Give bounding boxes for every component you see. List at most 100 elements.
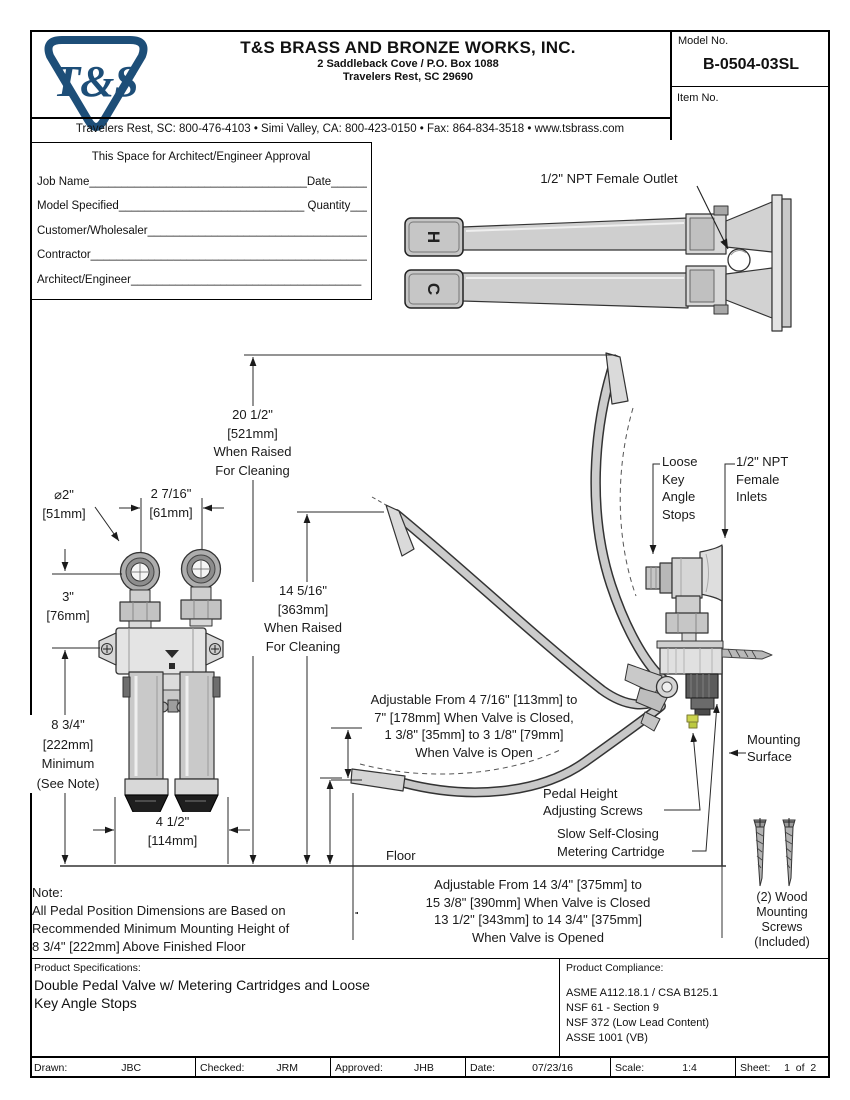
dim-3-inch: 3" [76mm] xyxy=(36,587,100,625)
dim-text: For Cleaning xyxy=(265,638,341,654)
dim-text: [76mm] xyxy=(46,608,90,623)
pedal-c-letter: C xyxy=(424,283,443,295)
footer-label: Date: xyxy=(470,1061,496,1074)
adjusting-screw xyxy=(688,721,698,729)
dim-text: [51mm] xyxy=(42,506,86,521)
label-text: Adjustable From 14 3/4" [375mm] to xyxy=(434,877,642,892)
approval-title: This Space for Architect/Engineer Approv… xyxy=(91,151,311,163)
adjustable-floor-label: Adjustable From 14 3/4" [375mm] to 15 3/… xyxy=(358,876,718,946)
dim-2-7-16: 2 7/16" [61mm] xyxy=(132,484,210,522)
wood-screws-drawing xyxy=(753,818,796,887)
label-text: Surface xyxy=(747,749,792,764)
item-no-label: Item No. xyxy=(677,92,719,104)
spec-line: Double Pedal Valve w/ Metering Cartridge… xyxy=(34,977,370,993)
dim-text: 3" xyxy=(62,589,74,604)
product-compliance-box: Product Compliance: ASME A112.18.1 / CSA… xyxy=(560,958,830,1056)
dim-text: 4 1/2" xyxy=(155,814,190,829)
footer-value: JRM xyxy=(276,1061,298,1074)
dim-raised-14: 14 5/16" [363mm] When Raised For Cleanin… xyxy=(243,582,363,656)
label-text: Slow Self-Closing xyxy=(557,826,659,841)
compliance-item: NSF 61 - Section 9 xyxy=(566,1002,659,1014)
dim-diameter-2: ⌀2" [51mm] xyxy=(30,485,98,523)
top-view-drawing: H C xyxy=(404,185,792,332)
dim-text: [521mm] xyxy=(227,425,278,441)
compliance-item: ASME A112.18.1 / CSA B125.1 xyxy=(566,987,719,999)
label-text: Inlets xyxy=(736,489,768,504)
adjusting-screw xyxy=(686,714,699,723)
footer-label: Approved: xyxy=(335,1061,383,1074)
dim-text: When Raised xyxy=(213,444,292,459)
compliance-item: NSF 372 (Low Lead Content) xyxy=(566,1017,710,1029)
footer-approved: Approved: JHB xyxy=(330,1058,465,1077)
footer-label: Scale: xyxy=(615,1061,645,1074)
label-text: Loose xyxy=(662,454,698,469)
dim-text: 2 7/16" xyxy=(150,486,192,501)
footer-date: Date: 07/23/16 xyxy=(465,1058,610,1077)
dim-text: 14 5/16" xyxy=(279,583,327,598)
approval-box: This Space for Architect/Engineer Approv… xyxy=(30,142,372,300)
dim-text: For Cleaning xyxy=(215,462,290,478)
product-specifications-label: Product Specifications: xyxy=(34,962,141,974)
label-text: Key xyxy=(662,471,685,487)
footer-label: Checked: xyxy=(200,1061,245,1074)
model-number-cell xyxy=(672,30,830,87)
label-text: (Included) xyxy=(754,935,810,949)
mounting-surface-label: Mounting Surface xyxy=(747,731,825,765)
dim-text: 20 1/2" xyxy=(232,407,273,422)
label-text: 15 3/8" [390mm] When Valve is Closed xyxy=(425,894,651,910)
label-text: Angle xyxy=(662,489,696,504)
footer-sheet: Sheet: 1 of 2 xyxy=(735,1058,830,1077)
note-block: Note: All Pedal Position Dimensions are … xyxy=(32,884,354,956)
model-number-box: Model No. B-0504-03SL Item No. xyxy=(670,30,830,140)
label-text: 1 3/8" [35mm] to 3 1/8" [79mm] xyxy=(384,727,564,742)
approval-row-contractor: Contractor______________________________… xyxy=(37,249,367,261)
label-text: 13 1/2" [343mm] to 14 3/4" [375mm] xyxy=(434,912,642,927)
note-text: Note: xyxy=(32,885,64,900)
label-text: Screws xyxy=(761,920,803,934)
label-text: Stops xyxy=(662,506,696,522)
note-text: Recommended Minimum Mounting Height of xyxy=(32,921,290,936)
footer-drawn: Drawn: JBC xyxy=(30,1058,195,1077)
footer-value: 07/23/16 xyxy=(532,1061,573,1074)
footer-value: 1:4 xyxy=(682,1061,697,1074)
slow-closing-label: Slow Self-Closing Metering Cartridge xyxy=(557,825,695,860)
dim-4-1-2: 4 1/2" [114mm] xyxy=(130,812,215,850)
footer-value: JBC xyxy=(121,1061,142,1074)
dim-text: 8 3/4" xyxy=(51,717,85,732)
inlets-label: 1/2" NPT Female Inlets xyxy=(736,453,808,506)
label-text: (2) Wood xyxy=(756,890,808,904)
product-compliance-label: Product Compliance: xyxy=(566,962,664,974)
contact-line: Travelers Rest, SC: 800-476-4103 • Simi … xyxy=(30,117,670,144)
company-block: T&S BRASS AND BRONZE WORKS, INC. 2 Saddl… xyxy=(158,38,658,84)
note-text: 8 3/4" [222mm] Above Finished Floor xyxy=(32,939,246,954)
footer-label: Sheet: xyxy=(740,1061,771,1074)
footer-value: JHB xyxy=(414,1061,434,1074)
header: T&S T&S BRASS AND BRONZE WORKS, INC. 2 S… xyxy=(30,30,670,131)
adjustable-open-label: Adjustable From 4 7/16" [113mm] to 7" [1… xyxy=(340,691,608,761)
approval-row-job-name: Job Name________________________________… xyxy=(37,175,367,188)
wood-screws-label: (2) Wood Mounting Screws (Included) xyxy=(738,890,826,950)
label-text: Adjusting Screws xyxy=(543,802,643,818)
label-text: 7" [178mm] When Valve is Closed, xyxy=(374,709,574,725)
dim-text: [222mm] xyxy=(42,736,94,752)
side-view-drawing xyxy=(60,352,773,938)
company-name: T&S BRASS AND BRONZE WORKS, INC. xyxy=(240,38,576,57)
label-text: Female xyxy=(736,471,780,487)
company-address1: 2 Saddleback Cove / P.O. Box 1088 xyxy=(317,58,499,70)
dim-text: [114mm] xyxy=(147,833,198,848)
label-text: Mounting xyxy=(747,732,801,747)
label-text: Metering Cartridge xyxy=(557,843,665,859)
company-address2: Travelers Rest, SC 29690 xyxy=(342,71,474,83)
dim-text: ⌀2" xyxy=(54,487,74,502)
footer-checked: Checked: JRM xyxy=(195,1058,330,1077)
dim-text: Minimum xyxy=(41,756,95,771)
pedal-height-label: Pedal Height Adjusting Screws xyxy=(543,786,665,819)
footer-scale: Scale: 1:4 xyxy=(610,1058,735,1077)
ts-logo: T&S xyxy=(40,34,152,136)
label-text: Pedal Height xyxy=(543,786,618,801)
dim-raised-20: 20 1/2" [521mm] When Raised For Cleaning xyxy=(190,406,315,480)
front-view-drawing xyxy=(98,548,224,818)
product-specifications-box: Product Specifications: Double Pedal Val… xyxy=(30,958,560,1056)
